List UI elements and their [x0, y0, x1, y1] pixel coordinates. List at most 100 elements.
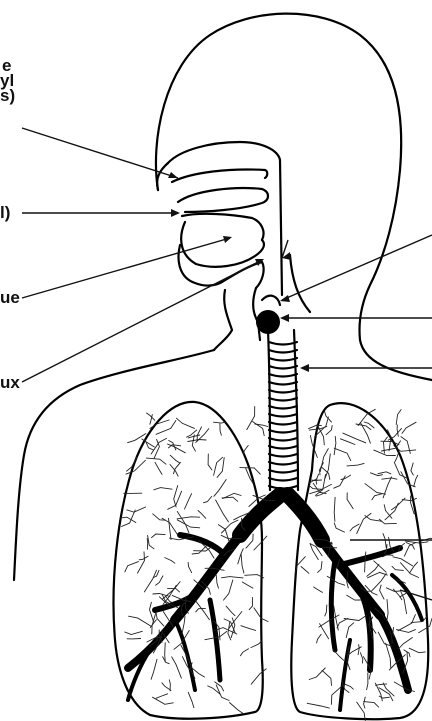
- bronchiole-twig: [346, 623, 354, 638]
- bronchiole-twig: [251, 669, 266, 684]
- bronchiole-twig: [386, 643, 391, 668]
- bronchiole-twig: [378, 472, 391, 474]
- bronchiole-twig: [151, 659, 157, 679]
- bronchiole-twig: [382, 478, 397, 479]
- tongue: [181, 222, 264, 267]
- bronchiole-twig: [172, 657, 182, 678]
- bronchiole-twig: [376, 684, 387, 685]
- trachea-ring: [269, 414, 297, 417]
- bronchiole-twig: [253, 422, 265, 436]
- bronchiole-twig: [383, 477, 391, 498]
- bronchiole-twig: [350, 524, 359, 531]
- pointer-larynx: [22, 260, 262, 382]
- left-lung: [114, 402, 263, 719]
- bronchiole-twig: [222, 577, 244, 578]
- bronchiole-twig: [344, 616, 366, 621]
- bronchiole-twig: [318, 561, 322, 572]
- bronchiole-twig: [165, 643, 166, 662]
- arrowhead-epiglottis: [280, 314, 289, 322]
- bronchiole-twig: [224, 580, 233, 600]
- bronchiole-twig: [188, 562, 192, 572]
- bronchiole-twig: [372, 494, 383, 500]
- bronchiole-twig: [347, 493, 353, 509]
- bronchiole-twig: [177, 520, 200, 528]
- trachea: [256, 296, 298, 490]
- bronchiole-twig: [229, 612, 242, 629]
- bronchiole-twig: [241, 554, 244, 573]
- trachea-ring: [269, 382, 297, 385]
- bronchiole-twig: [222, 497, 238, 501]
- bronchiole-twig: [249, 597, 252, 609]
- trachea-ring: [269, 366, 297, 369]
- bronchiole-twig: [309, 425, 322, 428]
- bronchiole-twig: [156, 694, 168, 699]
- head-outline: [156, 14, 432, 380]
- bronchiole-twig: [156, 421, 176, 435]
- arrowhead-pharynx: [280, 295, 290, 302]
- bronchiole-twig: [414, 475, 418, 486]
- bronchiole-twig: [247, 407, 255, 430]
- bronchiole-twig: [155, 462, 162, 474]
- pointer-lines-left: [22, 128, 264, 382]
- bronchiole-twig: [379, 519, 396, 524]
- bronchiole-twig: [125, 631, 143, 634]
- bronchiole-twig: [230, 703, 243, 714]
- bronchiole-twig: [154, 488, 172, 490]
- bronchiole-twig: [165, 558, 175, 564]
- bronchiole-twig: [333, 650, 344, 661]
- bronchiole-twig: [254, 536, 267, 550]
- bronchiole-twig: [176, 418, 194, 428]
- bronchiole-twig: [387, 599, 388, 621]
- bronchiole-twig: [325, 605, 327, 616]
- bronchiole-twig: [168, 491, 182, 509]
- bronchiole-twig: [364, 697, 366, 708]
- bronchiole-twig: [380, 585, 384, 599]
- bronchiole-twig: [214, 422, 226, 423]
- arrowhead-nasal: [168, 172, 178, 178]
- arrowhead-oral: [171, 209, 180, 217]
- trachea-ring: [269, 454, 297, 457]
- bronchiole-twig: [386, 588, 399, 592]
- bronchiole-twig: [163, 657, 170, 664]
- bronchiole-twig: [242, 582, 253, 588]
- neck-right: [290, 255, 310, 312]
- bronchiole-twig: [152, 534, 166, 538]
- bronchiole-twig: [340, 439, 355, 445]
- bronchiole-twig: [170, 455, 180, 463]
- trachea-ring: [269, 406, 297, 409]
- bronchiole-twig: [371, 574, 386, 592]
- bronchiole-twig: [367, 673, 368, 690]
- bronchiole-twig: [334, 448, 351, 460]
- bronchiole-twig: [217, 458, 224, 478]
- bronchiole-twig: [364, 422, 374, 428]
- bronchiole-twig: [182, 617, 185, 634]
- bronchiole-twig: [156, 613, 164, 626]
- bronchiole-twig: [395, 452, 399, 462]
- bronchiole-twig: [153, 697, 174, 704]
- bronchiole-twig: [162, 683, 171, 691]
- bronchiole-twig: [326, 426, 332, 435]
- bronchiole-twig: [367, 564, 379, 576]
- bronchiole-twig: [215, 682, 224, 691]
- nasal-cavity: [168, 142, 282, 295]
- pointer-tongue: [22, 238, 230, 298]
- bronchiole-twig: [322, 670, 331, 685]
- trachea-ring: [269, 422, 297, 425]
- bronchiole-twig: [397, 630, 416, 633]
- bronchiole-twig: [379, 696, 389, 698]
- bronchiole-twig: [301, 567, 309, 574]
- bronchiole-texture: [121, 407, 432, 721]
- bronchiole-twig: [216, 575, 218, 588]
- bronchiole-twig: [314, 587, 323, 592]
- trachea-ring: [269, 374, 297, 377]
- bronchiole-twig: [411, 463, 413, 475]
- pointer-nasal: [22, 128, 178, 178]
- face-outline: [157, 163, 168, 190]
- bronchiole-twig: [341, 475, 351, 479]
- bronchiole-twig: [392, 566, 403, 570]
- bronchiole-twig: [147, 539, 148, 550]
- bronchiole-twig: [185, 494, 192, 509]
- trachea-ring: [269, 342, 297, 345]
- bronchiole-twig: [396, 410, 401, 425]
